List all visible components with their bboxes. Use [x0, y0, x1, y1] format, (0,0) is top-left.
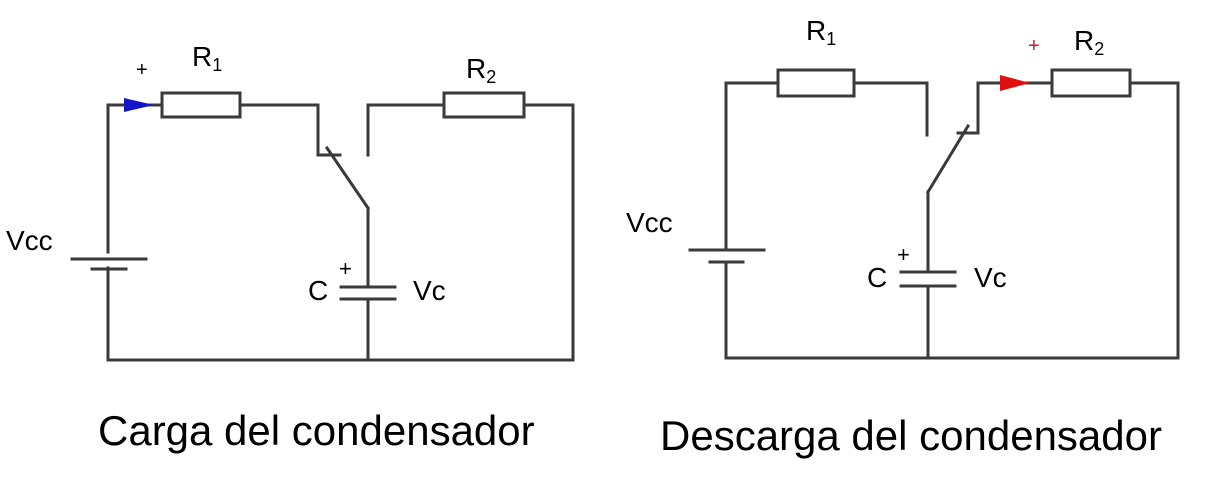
charge-wire-r1-to-switch — [238, 103, 320, 157]
discharge-circuit: + R1 R2 Vcc C + Vc — [626, 15, 1180, 360]
discharge-r1-label: R1 — [806, 15, 836, 49]
discharge-resistor-r1 — [776, 68, 856, 98]
charge-switch-blade — [324, 145, 371, 211]
discharge-wire-r1-right — [852, 81, 929, 137]
charge-source-label: Vcc — [6, 225, 53, 256]
charge-resistor-r1 — [160, 91, 242, 119]
discharge-capacitor-polarity: + — [897, 242, 910, 267]
discharge-resistor-r2 — [1050, 68, 1132, 98]
discharge-r2-label: R2 — [1074, 25, 1104, 59]
charge-caption: Carga del condensador — [98, 407, 535, 454]
charge-r1-label: R1 — [192, 41, 222, 75]
charge-wire-r2-left — [366, 103, 446, 157]
discharge-wire-right — [724, 81, 1180, 360]
discharge-plus-sign: + — [1028, 35, 1040, 57]
discharge-wire-left — [724, 81, 780, 249]
discharge-wire-switch-to-r2 — [976, 81, 1054, 135]
discharge-source-label: Vcc — [626, 207, 673, 238]
discharge-switch-blade — [925, 123, 971, 195]
discharge-capacitor-label: C — [867, 262, 887, 293]
charge-current-arrow — [124, 98, 154, 112]
charge-capacitor-polarity: + — [339, 256, 352, 281]
charge-voltage-label: Vc — [413, 275, 446, 306]
discharge-caption: Descarga del condensador — [660, 412, 1162, 459]
charge-circuit: + R1 R2 Vcc C + Vc — [6, 41, 575, 362]
charge-capacitor-label: C — [308, 275, 328, 306]
charge-resistor-r2 — [442, 91, 526, 119]
charge-wire-left — [106, 103, 162, 254]
charge-plus-sign: + — [136, 59, 148, 81]
charge-r2-label: R2 — [466, 53, 496, 87]
discharge-voltage-label: Vc — [974, 262, 1007, 293]
charge-wire-right — [106, 103, 575, 362]
discharge-current-arrow — [1000, 75, 1030, 91]
